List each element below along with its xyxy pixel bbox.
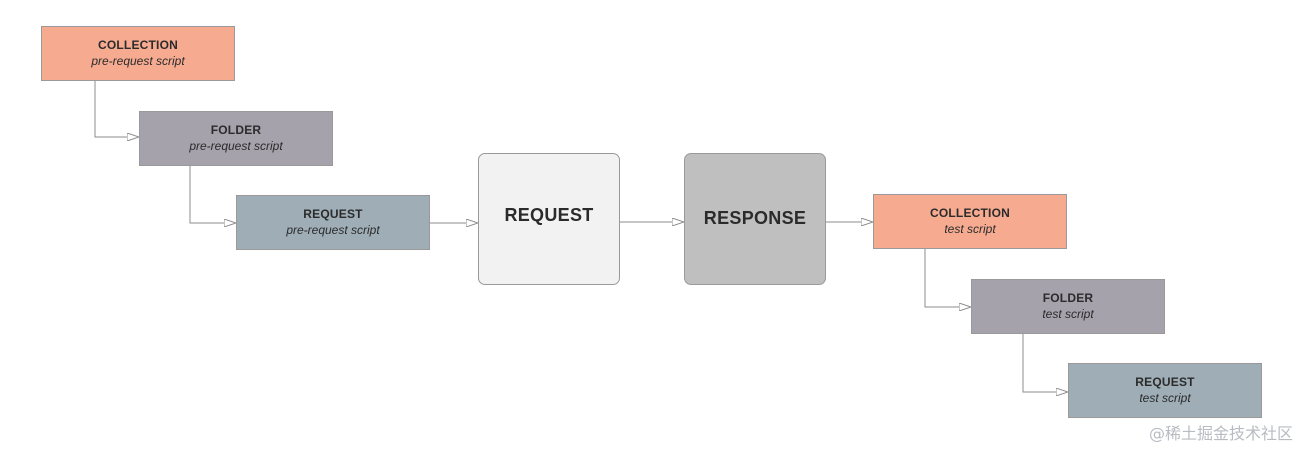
node-title: REQUEST <box>303 207 363 221</box>
connector-collection-to-folder-test <box>924 249 971 307</box>
response-box: RESPONSE <box>684 153 826 285</box>
connector-folder-to-request <box>189 166 236 223</box>
watermark: @稀土掘金技术社区 <box>1148 424 1293 443</box>
node-title: FOLDER <box>1042 291 1094 305</box>
node-title: COLLECTION <box>98 38 178 52</box>
folder-pre-request-node: FOLDER pre-request script <box>139 111 333 166</box>
node-subtitle: test script <box>1042 307 1094 321</box>
request-box-label: REQUEST <box>504 204 594 225</box>
connector-collection-to-folder <box>94 81 139 137</box>
request-test-node: REQUEST test script <box>1068 363 1262 418</box>
node-subtitle: test script <box>1139 391 1191 405</box>
connector-folder-to-request-test <box>1022 334 1068 392</box>
node-subtitle: test script <box>944 222 996 236</box>
node-subtitle: pre-request script <box>286 223 380 237</box>
request-box: REQUEST <box>478 153 620 285</box>
folder-test-node: FOLDER test script <box>971 279 1165 334</box>
node-title: COLLECTION <box>930 206 1010 220</box>
node-subtitle: pre-request script <box>189 139 283 153</box>
collection-test-node: COLLECTION test script <box>873 194 1067 249</box>
request-pre-request-node: REQUEST pre-request script <box>236 195 430 250</box>
node-title: FOLDER <box>210 123 262 137</box>
node-title: REQUEST <box>1135 375 1195 389</box>
node-subtitle: pre-request script <box>91 54 185 68</box>
response-box-label: RESPONSE <box>703 207 807 228</box>
collection-pre-request-node: COLLECTION pre-request script <box>41 26 235 81</box>
